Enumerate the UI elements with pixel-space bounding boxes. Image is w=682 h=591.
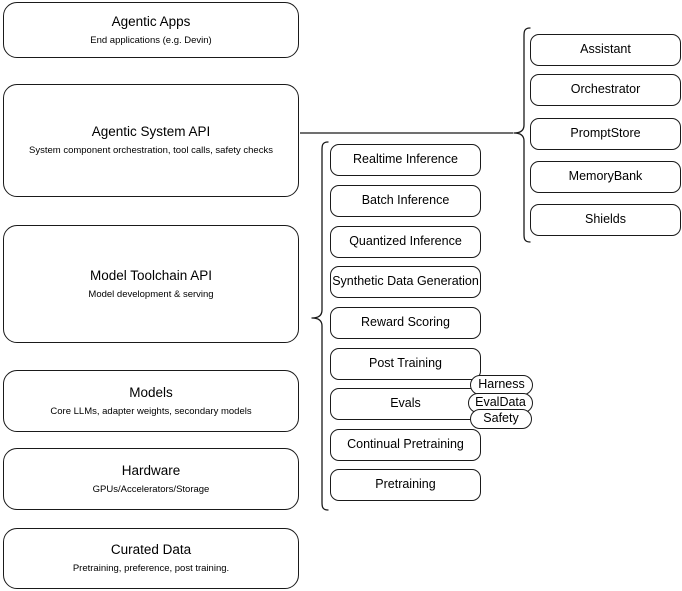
- layer-subtitle: GPUs/Accelerators/Storage: [92, 483, 210, 495]
- layer-hardware[interactable]: Hardware GPUs/Accelerators/Storage: [3, 448, 299, 510]
- evals-subitem-safety[interactable]: Safety: [470, 409, 532, 429]
- toolchain-item-reward-scoring[interactable]: Reward Scoring: [330, 307, 481, 339]
- chip-label: Orchestrator: [570, 82, 641, 97]
- chip-label: Batch Inference: [361, 193, 450, 208]
- chip-label: Quantized Inference: [349, 234, 462, 249]
- pill-label: Safety: [483, 411, 519, 426]
- layer-title: Curated Data: [110, 542, 192, 558]
- pill-label: Harness: [478, 377, 525, 392]
- chip-label: MemoryBank: [568, 169, 643, 184]
- toolchain-item-pretraining[interactable]: Pretraining: [330, 469, 481, 501]
- chip-label: Synthetic Data Generation: [332, 274, 479, 289]
- agentic-component-orchestrator[interactable]: Orchestrator: [530, 74, 681, 106]
- chip-label: Assistant: [580, 42, 631, 57]
- toolchain-item-realtime-inference[interactable]: Realtime Inference: [330, 144, 481, 176]
- toolchain-item-evals[interactable]: Evals: [330, 388, 481, 420]
- layer-title: Agentic Apps: [111, 13, 191, 29]
- toolchain-item-post-training[interactable]: Post Training: [330, 348, 481, 380]
- chip-label: Reward Scoring: [361, 315, 450, 330]
- chip-label: Continual Pretraining: [347, 437, 464, 452]
- layer-subtitle: Model development & serving: [88, 288, 214, 300]
- layer-title: Model Toolchain API: [89, 267, 213, 283]
- pill-label: EvalData: [475, 395, 526, 410]
- layer-models[interactable]: Models Core LLMs, adapter weights, secon…: [3, 370, 299, 432]
- layer-curated-data[interactable]: Curated Data Pretraining, preference, po…: [3, 528, 299, 589]
- chip-label: Evals: [390, 396, 421, 411]
- toolchain-item-batch-inference[interactable]: Batch Inference: [330, 185, 481, 217]
- chip-label: Post Training: [369, 356, 442, 371]
- toolchain-item-continual-pretraining[interactable]: Continual Pretraining: [330, 429, 481, 461]
- brace-toolchain-group: [311, 141, 329, 511]
- agentic-component-promptstore[interactable]: PromptStore: [530, 118, 681, 150]
- layer-title: Hardware: [121, 462, 181, 478]
- layer-model-toolchain-api[interactable]: Model Toolchain API Model development & …: [3, 225, 299, 343]
- layer-agentic-system-api[interactable]: Agentic System API System component orch…: [3, 84, 299, 197]
- layer-agentic-apps[interactable]: Agentic Apps End applications (e.g. Devi…: [3, 2, 299, 58]
- layer-subtitle: Core LLMs, adapter weights, secondary mo…: [50, 405, 252, 417]
- toolchain-item-quantized-inference[interactable]: Quantized Inference: [330, 226, 481, 258]
- layer-subtitle: Pretraining, preference, post training.: [72, 563, 230, 574]
- chip-label: Shields: [585, 212, 626, 227]
- layer-title: Agentic System API: [91, 124, 211, 140]
- chip-label: Pretraining: [375, 477, 436, 492]
- chip-label: Realtime Inference: [353, 152, 458, 167]
- agentic-component-shields[interactable]: Shields: [530, 204, 681, 236]
- agentic-component-memorybank[interactable]: MemoryBank: [530, 161, 681, 193]
- chip-label: PromptStore: [570, 126, 641, 141]
- toolchain-item-synthetic-data-generation[interactable]: Synthetic Data Generation: [330, 266, 481, 298]
- layer-subtitle: End applications (e.g. Devin): [90, 34, 212, 46]
- layer-subtitle: System component orchestration, tool cal…: [29, 145, 273, 156]
- evals-subitem-harness[interactable]: Harness: [470, 375, 533, 395]
- agentic-component-assistant[interactable]: Assistant: [530, 34, 681, 66]
- layer-title: Models: [129, 384, 173, 400]
